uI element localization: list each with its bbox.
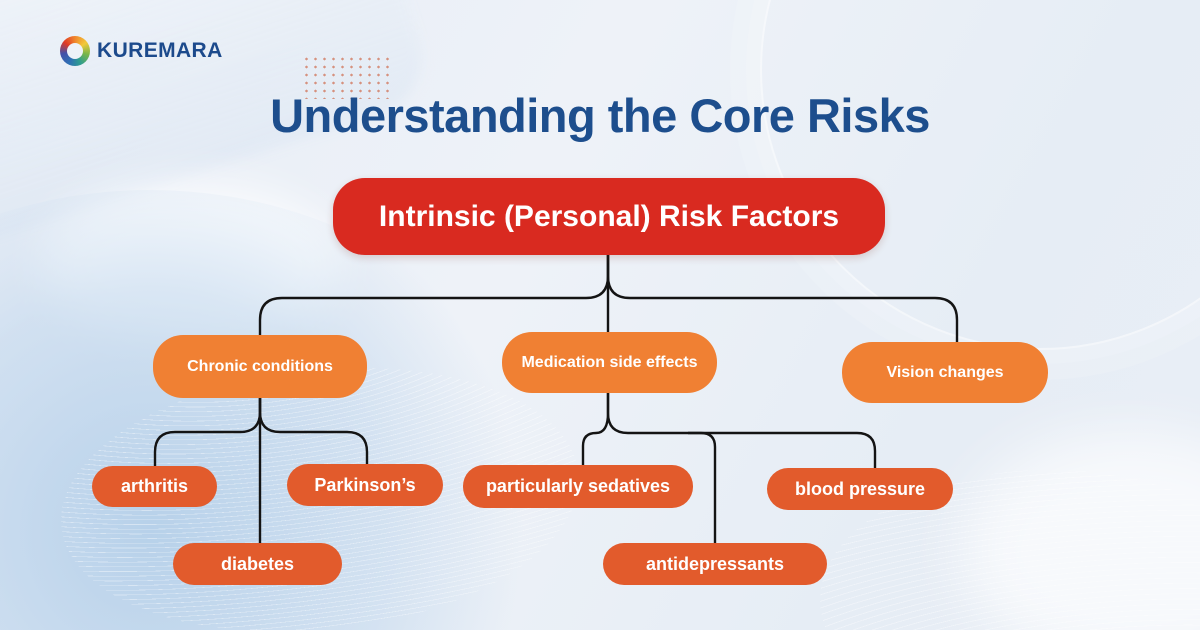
node-antidepressants: antidepressants <box>603 543 827 585</box>
connector-root-to-chronic <box>258 255 610 336</box>
connector-medication-to-sedatives <box>581 392 610 466</box>
connector-medication-to-bloodpressure <box>606 392 877 469</box>
connector-chronic-to-arthritis <box>153 397 262 467</box>
brand-logo-swirl-icon <box>60 36 90 66</box>
page-title: Understanding the Core Risks <box>270 89 930 142</box>
node-arthritis: arthritis <box>92 466 217 507</box>
node-vision-changes: Vision changes <box>842 342 1048 403</box>
node-medication-side-effects: Medication side effects <box>502 332 717 393</box>
node-particularly-sedatives: particularly sedatives <box>463 465 693 508</box>
node-blood-pressure: blood pressure <box>767 468 953 510</box>
node-intrinsic-risk-factors: Intrinsic (Personal) Risk Factors <box>333 178 885 255</box>
connector-root-to-vision <box>606 255 959 343</box>
connector-medication-to-antidepressants <box>688 431 717 544</box>
node-parkinsons: Parkinson’s <box>287 464 443 506</box>
connector-chronic-to-parkinsons <box>258 397 369 465</box>
brand-logo: KUREMARA <box>60 36 223 66</box>
node-chronic-conditions: Chronic conditions <box>153 335 367 398</box>
brand-name: KUREMARA <box>97 39 223 62</box>
node-diabetes: diabetes <box>173 543 342 585</box>
